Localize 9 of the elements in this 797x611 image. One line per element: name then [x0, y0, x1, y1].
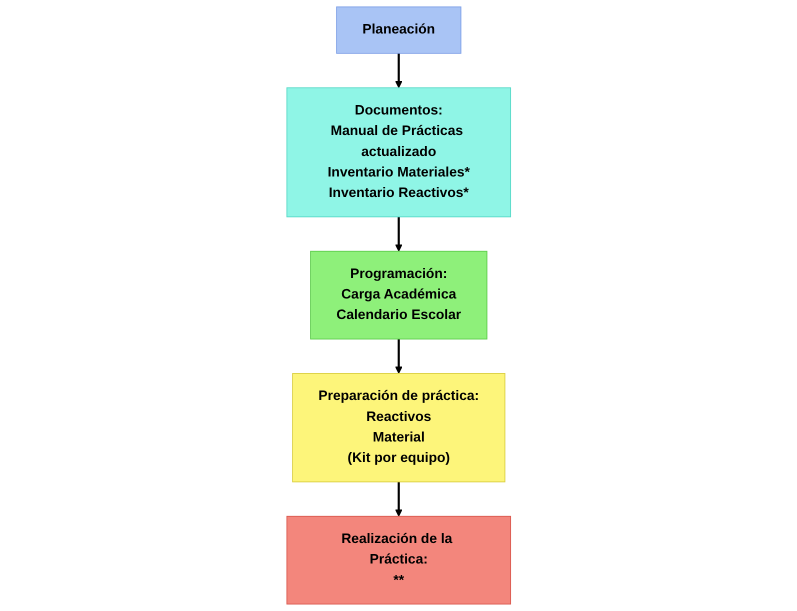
arrow [394, 216, 402, 252]
node-box: Programación: Carga Académica Calendario Escolar [310, 250, 488, 340]
arrow [394, 53, 402, 88]
arrow [394, 339, 402, 374]
arrow [394, 482, 402, 517]
node-box: Realización de la Práctica: ** [286, 516, 511, 605]
node-box: Preparación de práctica: Reactivos Material (Kit por equipo) [292, 373, 506, 482]
node-box: Planeación [336, 6, 462, 54]
node-box: Documentos: Manual de Prácticas actualizado Inventario Materiales* Inventario Reactivos* [286, 87, 511, 218]
